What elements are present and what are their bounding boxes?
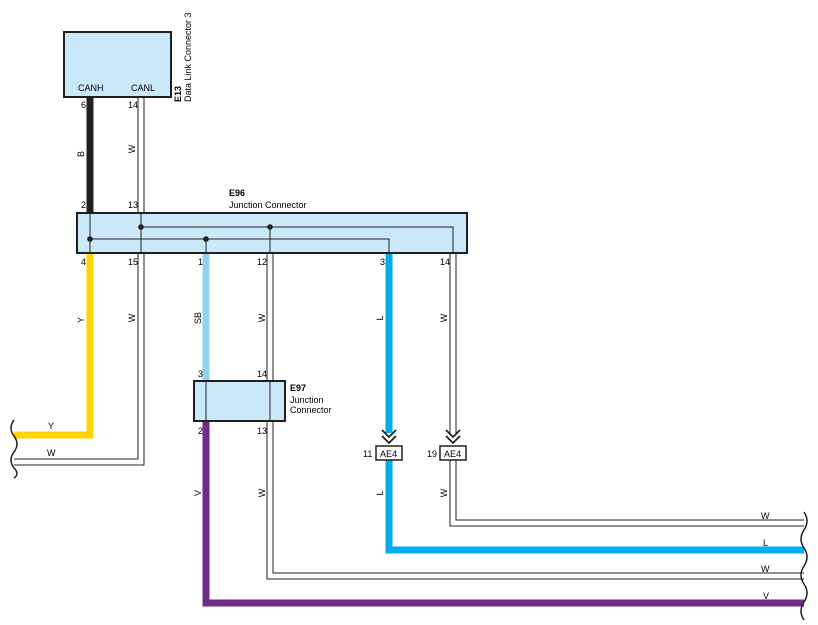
ae4-11-pin: 11 — [363, 449, 372, 459]
ae4-chevron-icon — [445, 429, 461, 445]
wire-code-right-l: L — [763, 538, 768, 548]
e97-pin-14: 14 — [257, 369, 267, 379]
connector-e13 — [63, 31, 172, 98]
wire-white-15-outline — [14, 253, 145, 466]
e96-pin-4: 4 — [81, 257, 86, 267]
ae4-19-pin: 19 — [427, 449, 437, 459]
e97-pin-2: 2 — [198, 426, 203, 436]
e13-name: Data Link Connector 3 — [183, 12, 193, 102]
wire-code-sky-blue: SB — [193, 312, 203, 324]
e13-code: E13 — [173, 86, 183, 102]
e96-splice-dot — [87, 236, 93, 242]
e96-name: Junction Connector — [229, 200, 307, 210]
e96-pin-15: 15 — [128, 257, 138, 267]
e96-pin-3: 3 — [380, 257, 385, 267]
wire-code-yellow: Y — [76, 317, 86, 323]
e96-splice-dot — [267, 224, 273, 230]
wire-code-right-v: V — [763, 591, 769, 601]
wire-break-left — [10, 419, 18, 479]
e96-pin-2: 2 — [81, 200, 86, 210]
e97-pin-3: 3 — [198, 369, 203, 379]
ae4-11-code: AE4 — [380, 449, 397, 459]
wire-code-right-w-top: W — [761, 511, 770, 521]
e96-pin-12: 12 — [257, 257, 267, 267]
e97-name-line1: Junction — [290, 395, 324, 405]
wire-white-15-core — [14, 253, 144, 465]
e97-code: E97 — [290, 383, 306, 393]
e96-internal-wiring — [89, 213, 454, 253]
wire-code-violet: V — [193, 490, 203, 496]
connector-ae4-11 — [375, 445, 403, 461]
connector-ae4-19 — [439, 445, 467, 461]
e96-splice-dot — [138, 224, 144, 230]
wire-code-right-w-mid: W — [761, 564, 770, 574]
ae4-19-code: AE4 — [444, 449, 461, 459]
wire-code-white-15: W — [127, 313, 137, 322]
wire-code-white-12: W — [257, 313, 267, 322]
wire-code-left-w: W — [47, 448, 56, 458]
wire-break-right — [800, 511, 808, 621]
wire-code-canh: B — [76, 151, 86, 157]
wire-code-white-19: W — [439, 488, 449, 497]
e96-pin-13: 13 — [128, 200, 138, 210]
wire-code-left-y: Y — [48, 421, 54, 431]
wire-white-19-outline — [449, 460, 804, 527]
wire-code-white-13: W — [257, 488, 267, 497]
e96-splice-dot — [203, 236, 209, 242]
e13-pin-6: 6 — [81, 100, 86, 110]
connector-e97 — [193, 380, 286, 422]
e13-terminal-canl: CANL — [131, 83, 155, 93]
wire-yellow — [14, 253, 94, 439]
wire-code-canl: W — [127, 144, 137, 153]
e96-pin-14: 14 — [440, 257, 450, 267]
e13-terminal-canh: CANH — [78, 83, 104, 93]
e96-pin-1: 1 — [198, 257, 203, 267]
ae4-chevron-icon — [381, 429, 397, 445]
connector-e96 — [76, 212, 468, 254]
e96-code: E96 — [229, 188, 245, 198]
e97-name-line2: Connector — [290, 405, 332, 415]
e97-internal-wiring — [205, 381, 271, 421]
wire-violet — [202, 421, 804, 607]
wire-code-blue-upper: L — [375, 315, 385, 320]
wire-code-blue-lower: L — [375, 490, 385, 495]
e97-pin-13: 13 — [257, 426, 267, 436]
wire-white-13-core — [267, 421, 804, 579]
wire-blue-lower — [385, 460, 804, 554]
e13-pin-14: 14 — [128, 100, 138, 110]
wire-white-19-core — [450, 460, 804, 526]
wire-code-white-14: W — [439, 313, 449, 322]
